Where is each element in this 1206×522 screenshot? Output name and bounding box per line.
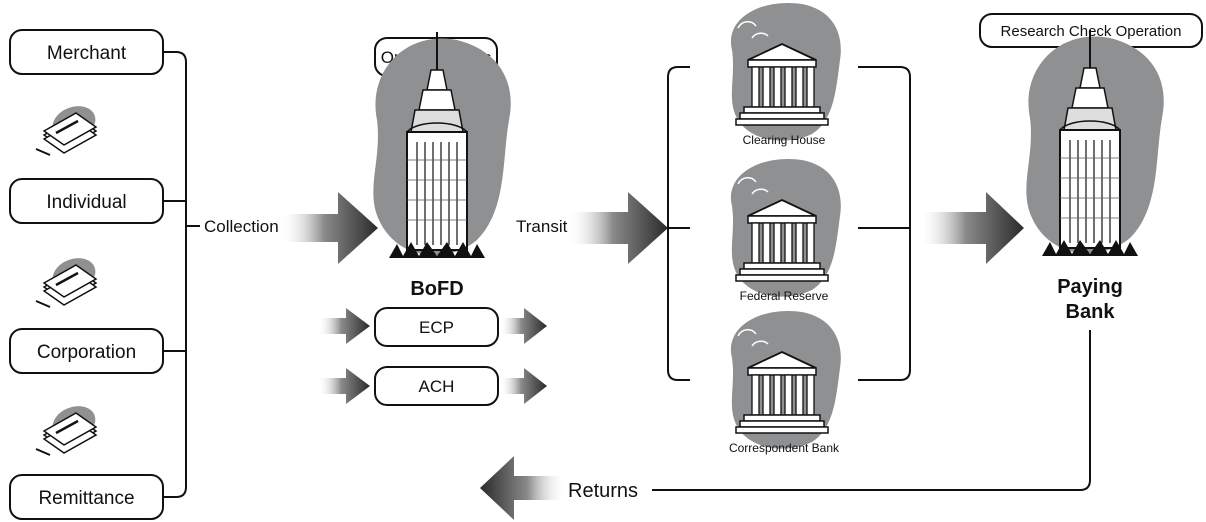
- correspondent-bank-label: Correspondent Bank: [729, 441, 840, 455]
- returns-label: Returns: [568, 480, 638, 502]
- intermediaries-right-bracket: [858, 66, 911, 381]
- ecp-node: ECP: [374, 307, 499, 347]
- intermediaries-left-bracket: [667, 66, 690, 381]
- bofd-building-icon: [372, 31, 512, 259]
- ecp-in-arrow: [318, 308, 370, 344]
- to-paying-bank-arrow: [918, 192, 1024, 264]
- ach-node: ACH: [374, 366, 499, 406]
- individual-node: Individual: [9, 178, 164, 224]
- returns-line: [652, 330, 1091, 491]
- remittance-node: Remittance: [9, 474, 164, 520]
- paying-bank-label-line1: Paying: [1057, 276, 1123, 298]
- ecp-out-arrow: [500, 308, 547, 344]
- corporation-node: Corporation: [9, 328, 164, 374]
- sources-bracket: [163, 51, 200, 498]
- ach-label: ACH: [419, 377, 455, 396]
- remittance-label: Remittance: [38, 488, 134, 509]
- transit-label: Transit: [516, 217, 568, 236]
- bofd-label: BoFD: [410, 278, 463, 300]
- merchant-node: Merchant: [9, 29, 164, 75]
- individual-label: Individual: [46, 192, 126, 213]
- check-stack-icon: [34, 399, 102, 457]
- ach-in-arrow: [318, 368, 370, 404]
- federal-reserve-building-icon: [730, 158, 842, 298]
- check-stack-icon: [34, 99, 102, 157]
- returns-arrow: [480, 456, 566, 520]
- paying-bank-building-icon: [1025, 29, 1165, 257]
- collection-arrow: [280, 192, 378, 264]
- merchant-label: Merchant: [47, 43, 127, 64]
- correspondent-bank-building-icon: [730, 310, 842, 450]
- ecp-label: ECP: [419, 318, 454, 337]
- federal-reserve-label: Federal Reserve: [740, 289, 829, 303]
- transit-arrow: [568, 192, 668, 264]
- collection-label: Collection: [204, 217, 279, 236]
- clearing-house-label: Clearing House: [743, 133, 826, 147]
- ach-out-arrow: [500, 368, 547, 404]
- clearing-house-building-icon: [730, 2, 842, 142]
- paying-bank-label-line2: Bank: [1066, 301, 1116, 323]
- corporation-label: Corporation: [37, 342, 136, 363]
- check-stack-icon: [34, 251, 102, 309]
